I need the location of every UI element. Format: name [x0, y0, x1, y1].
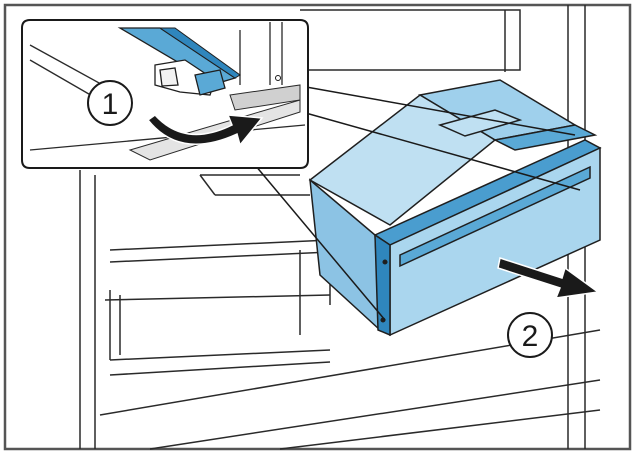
straight-arrow-icon [497, 257, 600, 299]
detail-inset: 1 [21, 19, 309, 169]
step-1-marker: 1 [87, 80, 133, 126]
step-1-number: 1 [102, 88, 119, 121]
step-2-marker: 2 [507, 312, 553, 358]
zoom-callout-lines [254, 84, 581, 321]
step-2-number: 2 [522, 320, 539, 353]
curved-arrow-icon [146, 114, 264, 147]
lever-clip [154, 59, 226, 96]
